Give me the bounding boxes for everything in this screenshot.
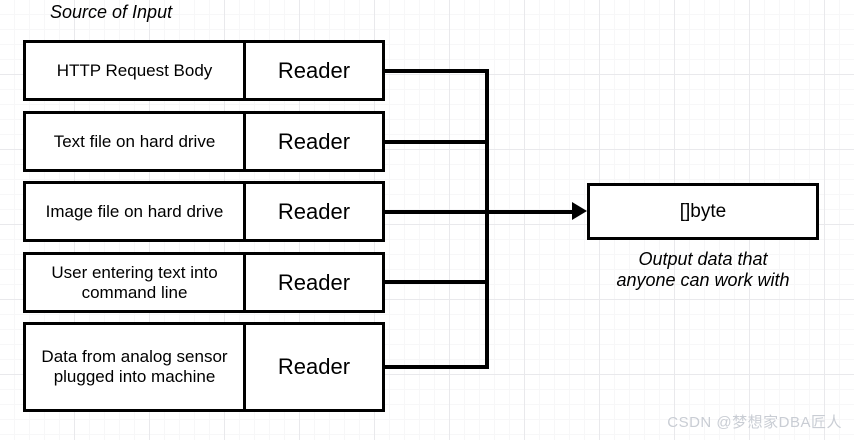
output-caption: Output data that anyone can work with	[616, 249, 790, 291]
connector-line-source-1	[385, 69, 489, 73]
source-of-input-title: Source of Input	[50, 2, 173, 22]
source-row-command-line[interactable]: User entering text into command line Rea…	[23, 252, 385, 313]
reader-box: Reader	[277, 269, 351, 295]
connector-bus-vertical	[485, 69, 489, 369]
csdn-watermark: CSDN @梦想家DBA匠人	[667, 414, 842, 431]
connector-line-source-3	[385, 210, 489, 214]
source-description: Data from analog sensor plugged into mac…	[26, 325, 246, 409]
source-row-image-file[interactable]: Image file on hard drive Reader	[23, 181, 385, 242]
connector-line-to-output	[485, 210, 575, 214]
output-byte-box: []byte	[587, 183, 819, 240]
arrow-head-icon	[572, 202, 587, 220]
source-row-http-request-body[interactable]: HTTP Request Body Reader	[23, 40, 385, 101]
source-description: Image file on hard drive	[26, 184, 246, 239]
source-row-analog-sensor[interactable]: Data from analog sensor plugged into mac…	[23, 322, 385, 412]
reader-box: Reader	[277, 198, 351, 224]
source-description: User entering text into command line	[26, 255, 246, 310]
source-description: Text file on hard drive	[26, 114, 246, 169]
connector-line-source-5	[385, 365, 489, 369]
reader-box: Reader	[277, 128, 351, 154]
connector-line-source-2	[385, 140, 489, 144]
reader-box: Reader	[277, 354, 351, 379]
source-row-text-file[interactable]: Text file on hard drive Reader	[23, 111, 385, 172]
connector-line-source-4	[385, 280, 489, 284]
reader-box: Reader	[277, 57, 351, 83]
source-description: HTTP Request Body	[26, 43, 246, 98]
